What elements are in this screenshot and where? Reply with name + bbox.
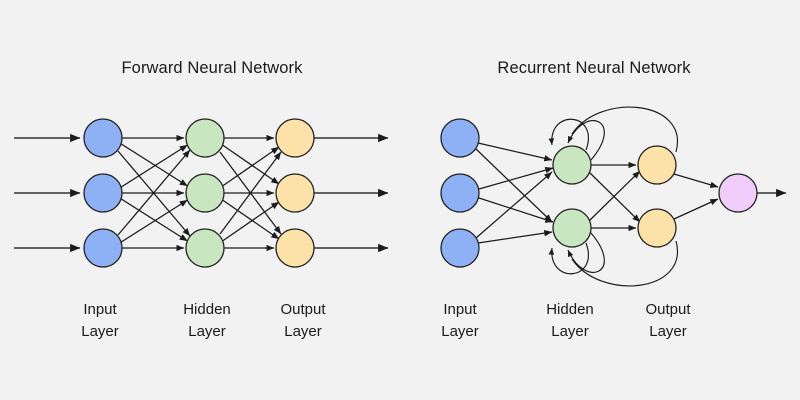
forward-edges-hidden-output (219, 134, 282, 252)
recurrent-output-label-line2: Layer (649, 323, 687, 340)
recurrent-input-node-2[interactable] (440, 173, 480, 213)
forward-hidden-node-2[interactable] (185, 173, 225, 213)
recurrent-input-label-line1: Input (443, 301, 477, 318)
forward-network-group: Input Layer Hidden Layer Output Layer (14, 118, 389, 340)
recurrent-hidden-node-1[interactable] (552, 145, 592, 185)
recurrent-output-node-1[interactable] (637, 145, 677, 185)
forward-input-label-line1: Input (83, 301, 117, 318)
recurrent-output-label-line1: Output (645, 301, 691, 318)
recurrent-final-node[interactable] (718, 173, 758, 213)
recurrent-edges-hidden-output (588, 161, 641, 232)
forward-input-node-2[interactable] (83, 173, 123, 213)
recurrent-network-title: Recurrent Neural Network (497, 59, 691, 77)
forward-hidden-node-1[interactable] (185, 118, 225, 158)
forward-hidden-label-line2: Layer (188, 323, 226, 340)
forward-hidden-label-line1: Hidden (183, 301, 231, 318)
forward-output-node-1[interactable] (275, 118, 315, 158)
forward-output-label-line1: Output (280, 301, 326, 318)
recurrent-loops-bottom (548, 232, 679, 287)
recurrent-input-label-line2: Layer (441, 323, 479, 340)
recurrent-network-group: Input Layer Hidden Layer Output Layer (440, 106, 787, 340)
recurrent-edges-input-hidden (475, 142, 554, 244)
forward-input-node-1[interactable] (83, 118, 123, 158)
recurrent-hidden-label-line2: Layer (551, 323, 589, 340)
recurrent-edges-output-final (673, 173, 719, 220)
forward-input-arrows (14, 133, 81, 253)
forward-hidden-node-3[interactable] (185, 228, 225, 268)
recurrent-hidden-node-2[interactable] (552, 208, 592, 248)
forward-edges-input-hidden (117, 134, 191, 252)
recurrent-hidden-label-line1: Hidden (546, 301, 594, 318)
forward-input-node-3[interactable] (83, 228, 123, 268)
forward-output-arrows (314, 133, 389, 253)
forward-input-label-line2: Layer (81, 323, 119, 340)
forward-output-node-2[interactable] (275, 173, 315, 213)
forward-network-title: Forward Neural Network (121, 59, 303, 77)
forward-output-node-3[interactable] (275, 228, 315, 268)
recurrent-input-node-3[interactable] (440, 228, 480, 268)
forward-output-label-line2: Layer (284, 323, 322, 340)
recurrent-loops-top (548, 106, 679, 161)
recurrent-output-node-2[interactable] (637, 208, 677, 248)
recurrent-input-node-1[interactable] (440, 118, 480, 158)
